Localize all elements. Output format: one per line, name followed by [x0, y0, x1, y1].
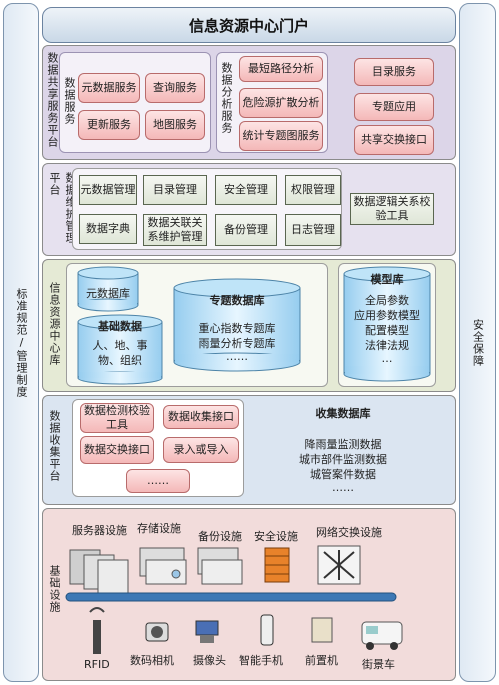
backup-icon — [197, 547, 243, 585]
resource-center-label: 信息资源中心库 — [48, 282, 61, 366]
security-management[interactable]: 安全管理 — [215, 175, 277, 205]
infrastructure-label: 基础设施 — [48, 565, 61, 613]
right-sidebar: 安全保障 — [459, 3, 496, 682]
camera-label: 数码相机 — [130, 654, 174, 667]
metadata-db: 元数据库 — [86, 287, 130, 300]
exchange-interface-button[interactable]: 数据交换接口 — [80, 436, 154, 464]
base-db-body: 人、地、事物、组织 — [92, 339, 148, 368]
base-db-title: 基础数据 — [98, 320, 142, 333]
storage-label: 存储设施 — [137, 522, 181, 535]
network-bus — [65, 592, 397, 602]
firewall-icon — [264, 547, 290, 583]
thematic-db-line-2: 雨量分析专题库 — [198, 337, 276, 350]
portal-title: 信息资源中心门户 — [42, 7, 456, 43]
import-button[interactable]: 录入或导入 — [163, 437, 239, 463]
model-db-title: 模型库 — [370, 273, 404, 286]
backup-management[interactable]: 备份管理 — [215, 214, 277, 246]
logic-check-tool[interactable]: 数据逻辑关系校验工具 — [350, 193, 434, 225]
data-relation-management[interactable]: 数据关联关系维护管理 — [143, 214, 207, 246]
thematic-db-title: 专题数据库 — [209, 294, 265, 307]
metadata-management[interactable]: 元数据管理 — [79, 175, 137, 205]
metadata-service-button[interactable]: 元数据服务 — [78, 73, 140, 103]
collect-db-line-3: 城管案件数据 — [310, 468, 376, 481]
webcam-label: 摄像头 — [193, 654, 226, 667]
camera-icon — [145, 622, 169, 642]
data-service-label: 数据服务 — [63, 77, 76, 125]
thematic-app-button[interactable]: 专题应用 — [354, 93, 434, 121]
switch-icon — [317, 545, 361, 585]
catalog-service-button[interactable]: 目录服务 — [354, 58, 434, 86]
share-platform-label: 数据共享服务平台 — [46, 52, 59, 148]
front-machine-label: 前置机 — [305, 654, 338, 667]
collect-db-more: …… — [332, 481, 354, 494]
map-service-button[interactable]: 地图服务 — [145, 110, 205, 140]
collect-db-title: 收集数据库 — [315, 407, 371, 420]
thematic-db-more: …… — [226, 350, 248, 363]
log-management[interactable]: 日志管理 — [285, 214, 341, 246]
shortest-path-button[interactable]: 最短路径分析 — [239, 56, 323, 82]
check-tool-button[interactable]: 数据检测校验工具 — [80, 403, 154, 433]
backup-label: 备份设施 — [198, 530, 242, 543]
phone-label: 智能手机 — [239, 654, 283, 667]
data-dictionary[interactable]: 数据字典 — [79, 214, 137, 244]
thematic-db-line-1: 重心指数专题库 — [198, 322, 276, 335]
rfid-icon — [89, 607, 105, 654]
hazard-diffusion-button[interactable]: 危险源扩散分析 — [239, 88, 323, 118]
rfid-label: RFID — [84, 658, 110, 671]
street-car-icon — [361, 621, 403, 650]
permission-management[interactable]: 权限管理 — [285, 175, 341, 205]
model-db-more: … — [381, 352, 393, 365]
more-button[interactable]: …… — [126, 469, 190, 493]
left-sidebar-label: 标准规范/管理制度 — [15, 287, 28, 398]
front-machine-icon — [311, 617, 333, 643]
collect-interface-button[interactable]: 数据收集接口 — [163, 405, 239, 429]
server-label: 服务器设施 — [72, 524, 127, 537]
model-db-line-2: 应用参数模型 — [354, 309, 420, 322]
phone-icon — [260, 614, 274, 646]
server-icon — [69, 549, 129, 595]
update-service-button[interactable]: 更新服务 — [78, 110, 140, 140]
share-exchange-button[interactable]: 共享交换接口 — [354, 125, 434, 155]
catalog-management[interactable]: 目录管理 — [143, 175, 207, 205]
left-sidebar: 标准规范/管理制度 — [3, 3, 39, 682]
query-service-button[interactable]: 查询服务 — [145, 73, 205, 103]
right-sidebar-label: 安全保障 — [471, 318, 485, 367]
analysis-service-label: 数据分析服务 — [220, 62, 233, 134]
webcam-icon — [195, 620, 219, 643]
collection-platform-label: 数据收集平台 — [48, 410, 61, 482]
street-car-label: 街景车 — [362, 658, 395, 671]
collect-db-line-1: 降雨量监测数据 — [304, 438, 382, 451]
collect-db-line-2: 城市部件监测数据 — [299, 453, 387, 466]
network-label: 网络交换设施 — [316, 526, 382, 539]
model-db-line-3: 配置模型 — [365, 324, 409, 337]
model-db-line-1: 全局参数 — [365, 294, 409, 307]
model-db-line-4: 法律法规 — [365, 339, 409, 352]
security-label: 安全设施 — [254, 530, 298, 543]
statistics-map-button[interactable]: 统计专题图服务 — [239, 121, 323, 151]
storage-icon — [139, 547, 187, 585]
